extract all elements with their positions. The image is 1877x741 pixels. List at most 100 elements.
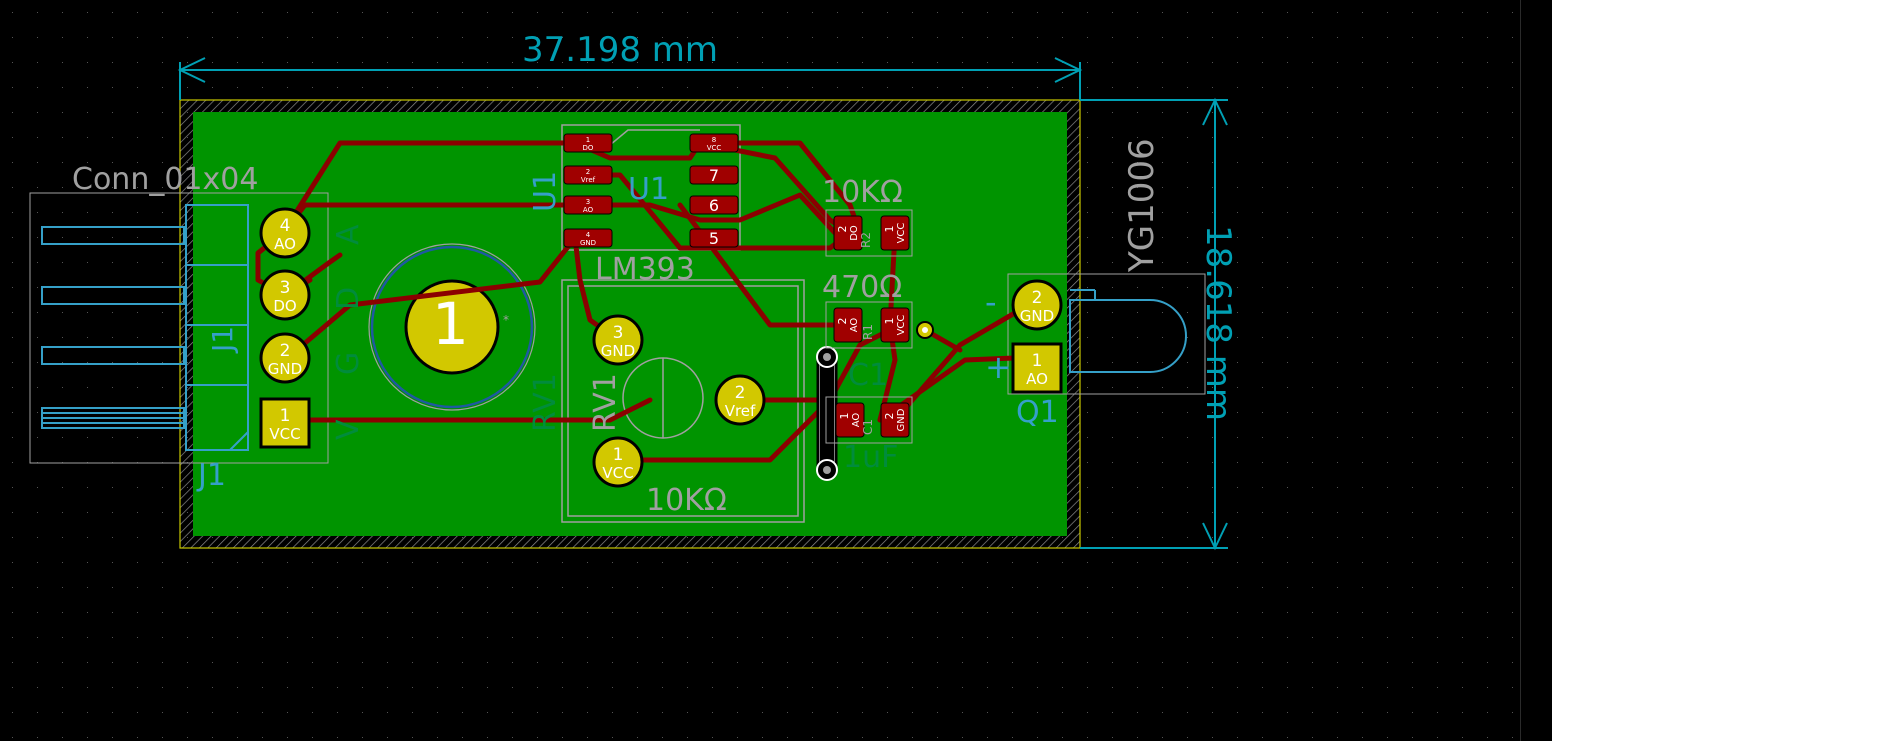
rv1-pin-1-number: 1 xyxy=(613,445,624,465)
rv1-pin-2-name: Vref xyxy=(725,402,756,420)
r-10k-pad-2-number: 2 xyxy=(836,226,849,233)
mounting-hole-label: 1 xyxy=(432,290,469,358)
r-10k-pad-2-name: DO xyxy=(849,225,860,241)
u1-pad-left-name-3: AO xyxy=(583,206,594,214)
u1-pad-right-number-5: 5 xyxy=(709,229,719,248)
dimension-height-label: 18.618 mm xyxy=(1198,225,1238,422)
q1-pin-1-name: AO xyxy=(1026,370,1048,388)
dimension-height xyxy=(1080,97,1228,551)
j1-pin-2-number: 2 xyxy=(280,341,291,361)
j1-pin-2-name: GND xyxy=(268,360,302,378)
u1-ref-fab-label: U1 xyxy=(628,172,670,207)
u1-pad-right-5 xyxy=(689,228,739,248)
pads-layer: 4AO3DO2GND1VCC3GND2Vref1VCC2GND1AO1DO8VC… xyxy=(259,133,1063,488)
j1-pin-3-number: 3 xyxy=(280,278,291,298)
j1-side-letter-v: V xyxy=(331,419,366,440)
u1-pad-right-number-6: 6 xyxy=(709,196,719,215)
r-10k-value-label: 10KΩ xyxy=(822,175,903,210)
u1-pad-left-4 xyxy=(563,228,613,248)
r-470-pad-1-number: 1 xyxy=(883,318,896,325)
u1-pad-right-name-8: VCC xyxy=(707,144,722,152)
rv1-pin-2-pad xyxy=(714,374,766,426)
j1-value-label: Conn_01x04 xyxy=(72,162,259,197)
right-panel xyxy=(1552,0,1877,741)
rv1-ref-fab-label: RV1 xyxy=(588,373,623,432)
q1-outline xyxy=(1007,273,1206,395)
rv1-pin-1-pad xyxy=(592,436,644,488)
c1-value-label: 1uF xyxy=(843,440,899,475)
u1-pad-left-name-1: DO xyxy=(583,144,594,152)
j1-pin-3-pad xyxy=(259,269,311,321)
rv1-pin-3-number: 3 xyxy=(613,323,624,343)
c1-fab-ref: C1 xyxy=(861,419,875,435)
j1-pin-4-pad xyxy=(259,207,311,259)
c1-pad-1-pad xyxy=(835,402,865,438)
u1-pad-left-2 xyxy=(563,165,613,185)
r-470-value-label: 470Ω xyxy=(822,270,903,305)
q1-pin-2-name: GND xyxy=(1020,307,1054,325)
r-10k-fab-ref: R2 xyxy=(859,232,873,248)
u1-pad-left-name-2: Vref xyxy=(581,176,596,184)
r-470-pad-2-pad xyxy=(833,307,863,343)
j1-ref-label: J1 xyxy=(198,458,226,493)
q1-ref-label: Q1 xyxy=(1016,395,1059,430)
j1-pin-4-number: 4 xyxy=(280,216,291,236)
u1-pad-right-number-7: 7 xyxy=(709,166,719,185)
q1-value-label: YG1006 xyxy=(1122,138,1162,272)
pcb-drawing[interactable]: * xyxy=(0,0,1520,741)
rv1-value-label: 10KΩ xyxy=(646,483,727,518)
u1-value-label: LM393 xyxy=(595,252,695,287)
c1-courtyard xyxy=(825,396,913,444)
r-470-fab-ref: R1 xyxy=(861,324,875,340)
dimension-width xyxy=(177,57,1083,100)
mounting-hole: * xyxy=(368,243,536,411)
r-470-pad-2-name: AO xyxy=(849,318,860,333)
rv1-ref-label: RV1 xyxy=(528,373,563,432)
j1-side-letter-a: A xyxy=(331,224,366,245)
u1-courtyard xyxy=(561,124,741,251)
r-470-courtyard xyxy=(825,301,913,349)
rv1-pin-2-number: 2 xyxy=(735,383,746,403)
q1-pin-2-number: 2 xyxy=(1032,288,1043,308)
svg-text:*: * xyxy=(503,313,509,327)
r-470-pad-1-pad xyxy=(880,307,910,343)
c1-pad-1-name: AO xyxy=(851,413,862,428)
j1-courtyard xyxy=(29,192,329,464)
dimension-width-label: 37.198 mm xyxy=(522,30,719,70)
u1-pad-left-number-4: 4 xyxy=(586,231,591,239)
c1-pad-2-pad xyxy=(880,402,910,438)
c1-pad-2-number: 2 xyxy=(883,413,896,420)
j1-pin-3-name: DO xyxy=(273,297,296,315)
r-10k-pad-1-number: 1 xyxy=(883,226,896,233)
u1-pad-left-3 xyxy=(563,195,613,215)
u1-pad-right-number-8: 8 xyxy=(712,136,716,144)
r-10k-courtyard xyxy=(825,209,913,257)
j1-pin-1-name: VCC xyxy=(269,425,300,443)
u1-pad-right-6 xyxy=(689,195,739,215)
c1-tht-pads xyxy=(816,321,934,481)
r-10k-pad-1-pad xyxy=(880,215,910,251)
c1-pad-2-name: GND xyxy=(896,408,907,431)
j1-fab-outline xyxy=(41,204,249,451)
r-470-pad-2-number: 2 xyxy=(836,318,849,325)
c1-pad-1-number: 1 xyxy=(838,413,851,420)
j1-pin-2-pad xyxy=(259,332,311,384)
j1-pin-1-pad xyxy=(259,397,311,449)
u1-pad-left-number-3: 3 xyxy=(586,198,590,206)
q1-pin-1-number: 1 xyxy=(1032,351,1043,371)
q1-pin-2-pad xyxy=(1011,279,1063,331)
r-10k-pad-2-pad xyxy=(833,215,863,251)
q1-plus-label: + xyxy=(985,348,1012,386)
r-470-pad-1-name: VCC xyxy=(896,315,907,336)
j1-ref-fab-label: J1 xyxy=(206,325,239,352)
rv1-pin-1-name: VCC xyxy=(602,464,633,482)
q1-minus-label: - xyxy=(985,283,997,321)
u1-pad-left-name-4: GND xyxy=(580,239,596,247)
rv1-pin-3-pad xyxy=(592,314,644,366)
u1-pad-left-1 xyxy=(563,133,613,153)
u1-ref-label: U1 xyxy=(528,170,563,212)
u1-pad-right-8 xyxy=(689,133,739,153)
j1-pin-1-number: 1 xyxy=(280,406,291,426)
pcb-canvas[interactable]: * xyxy=(0,0,1520,741)
u1-pad-left-number-2: 2 xyxy=(586,168,590,176)
